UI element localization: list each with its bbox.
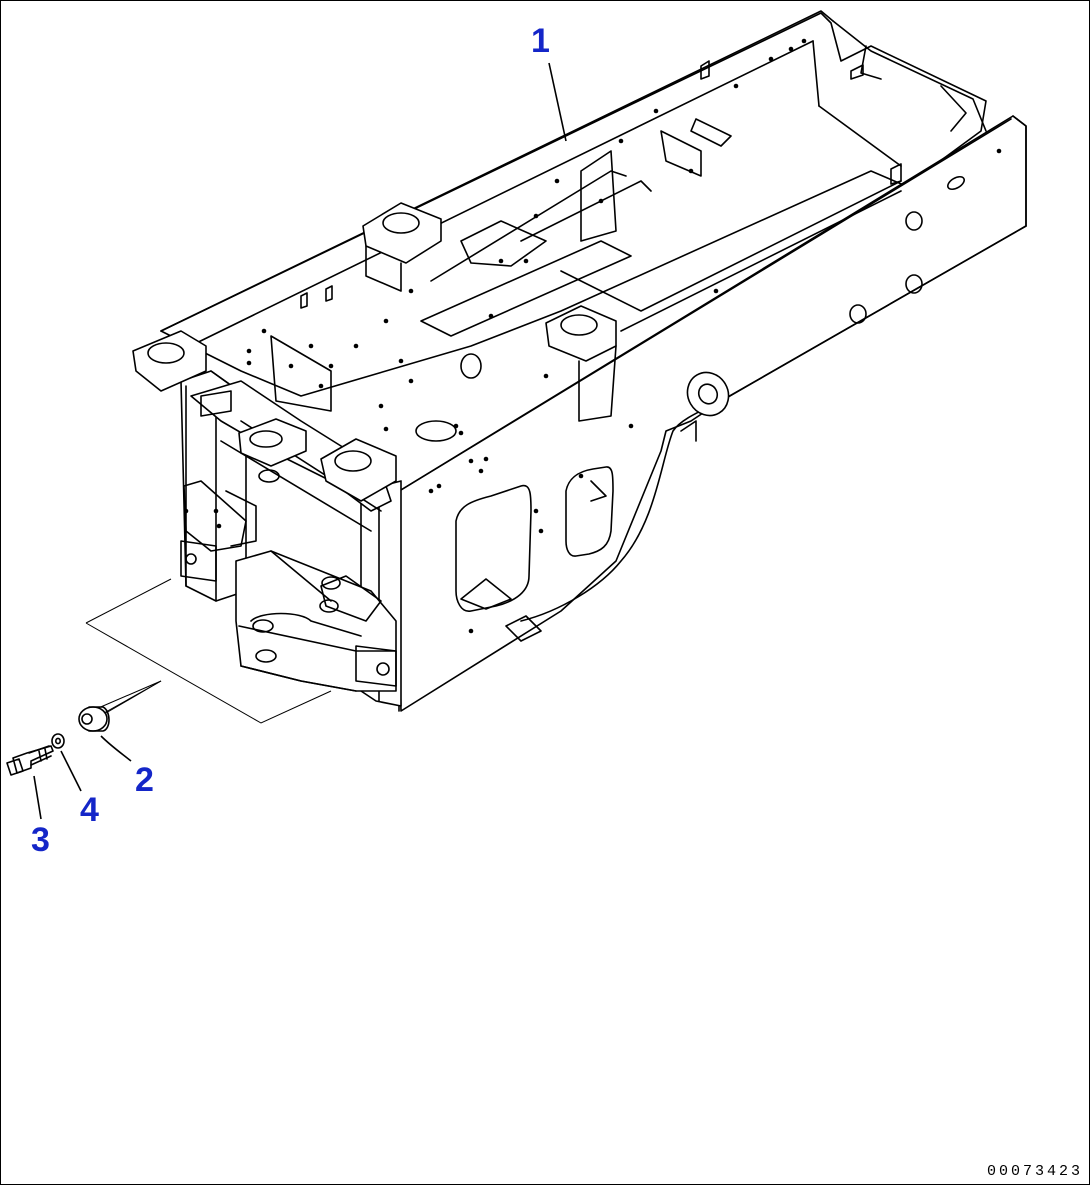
leader-line-4 xyxy=(60,750,82,792)
callout-3: 3 xyxy=(31,821,50,859)
lock-washer-part-4 xyxy=(51,733,65,749)
leader-line-2 xyxy=(100,735,132,762)
mount-pad-front-left xyxy=(132,330,207,392)
mount-pad-front-right xyxy=(320,438,397,502)
rear-mount-ring xyxy=(680,371,730,442)
washer-part-2 xyxy=(78,680,162,732)
rear-frame xyxy=(132,10,1027,712)
leader-line-1 xyxy=(548,62,567,142)
mount-pad-rear-left xyxy=(362,202,442,292)
callout-2: 2 xyxy=(135,761,154,799)
leader-line-3 xyxy=(33,775,42,820)
shim-plate-outline xyxy=(85,578,332,724)
callout-1: 1 xyxy=(531,22,550,60)
callout-4: 4 xyxy=(80,791,99,829)
mount-pad-front-center xyxy=(238,418,307,483)
frame-bolt-holes xyxy=(183,38,1002,634)
mount-pad-rear-right xyxy=(545,305,617,422)
bolt-part-3 xyxy=(6,745,54,776)
drawing-code: 00073423 xyxy=(986,1163,1083,1180)
